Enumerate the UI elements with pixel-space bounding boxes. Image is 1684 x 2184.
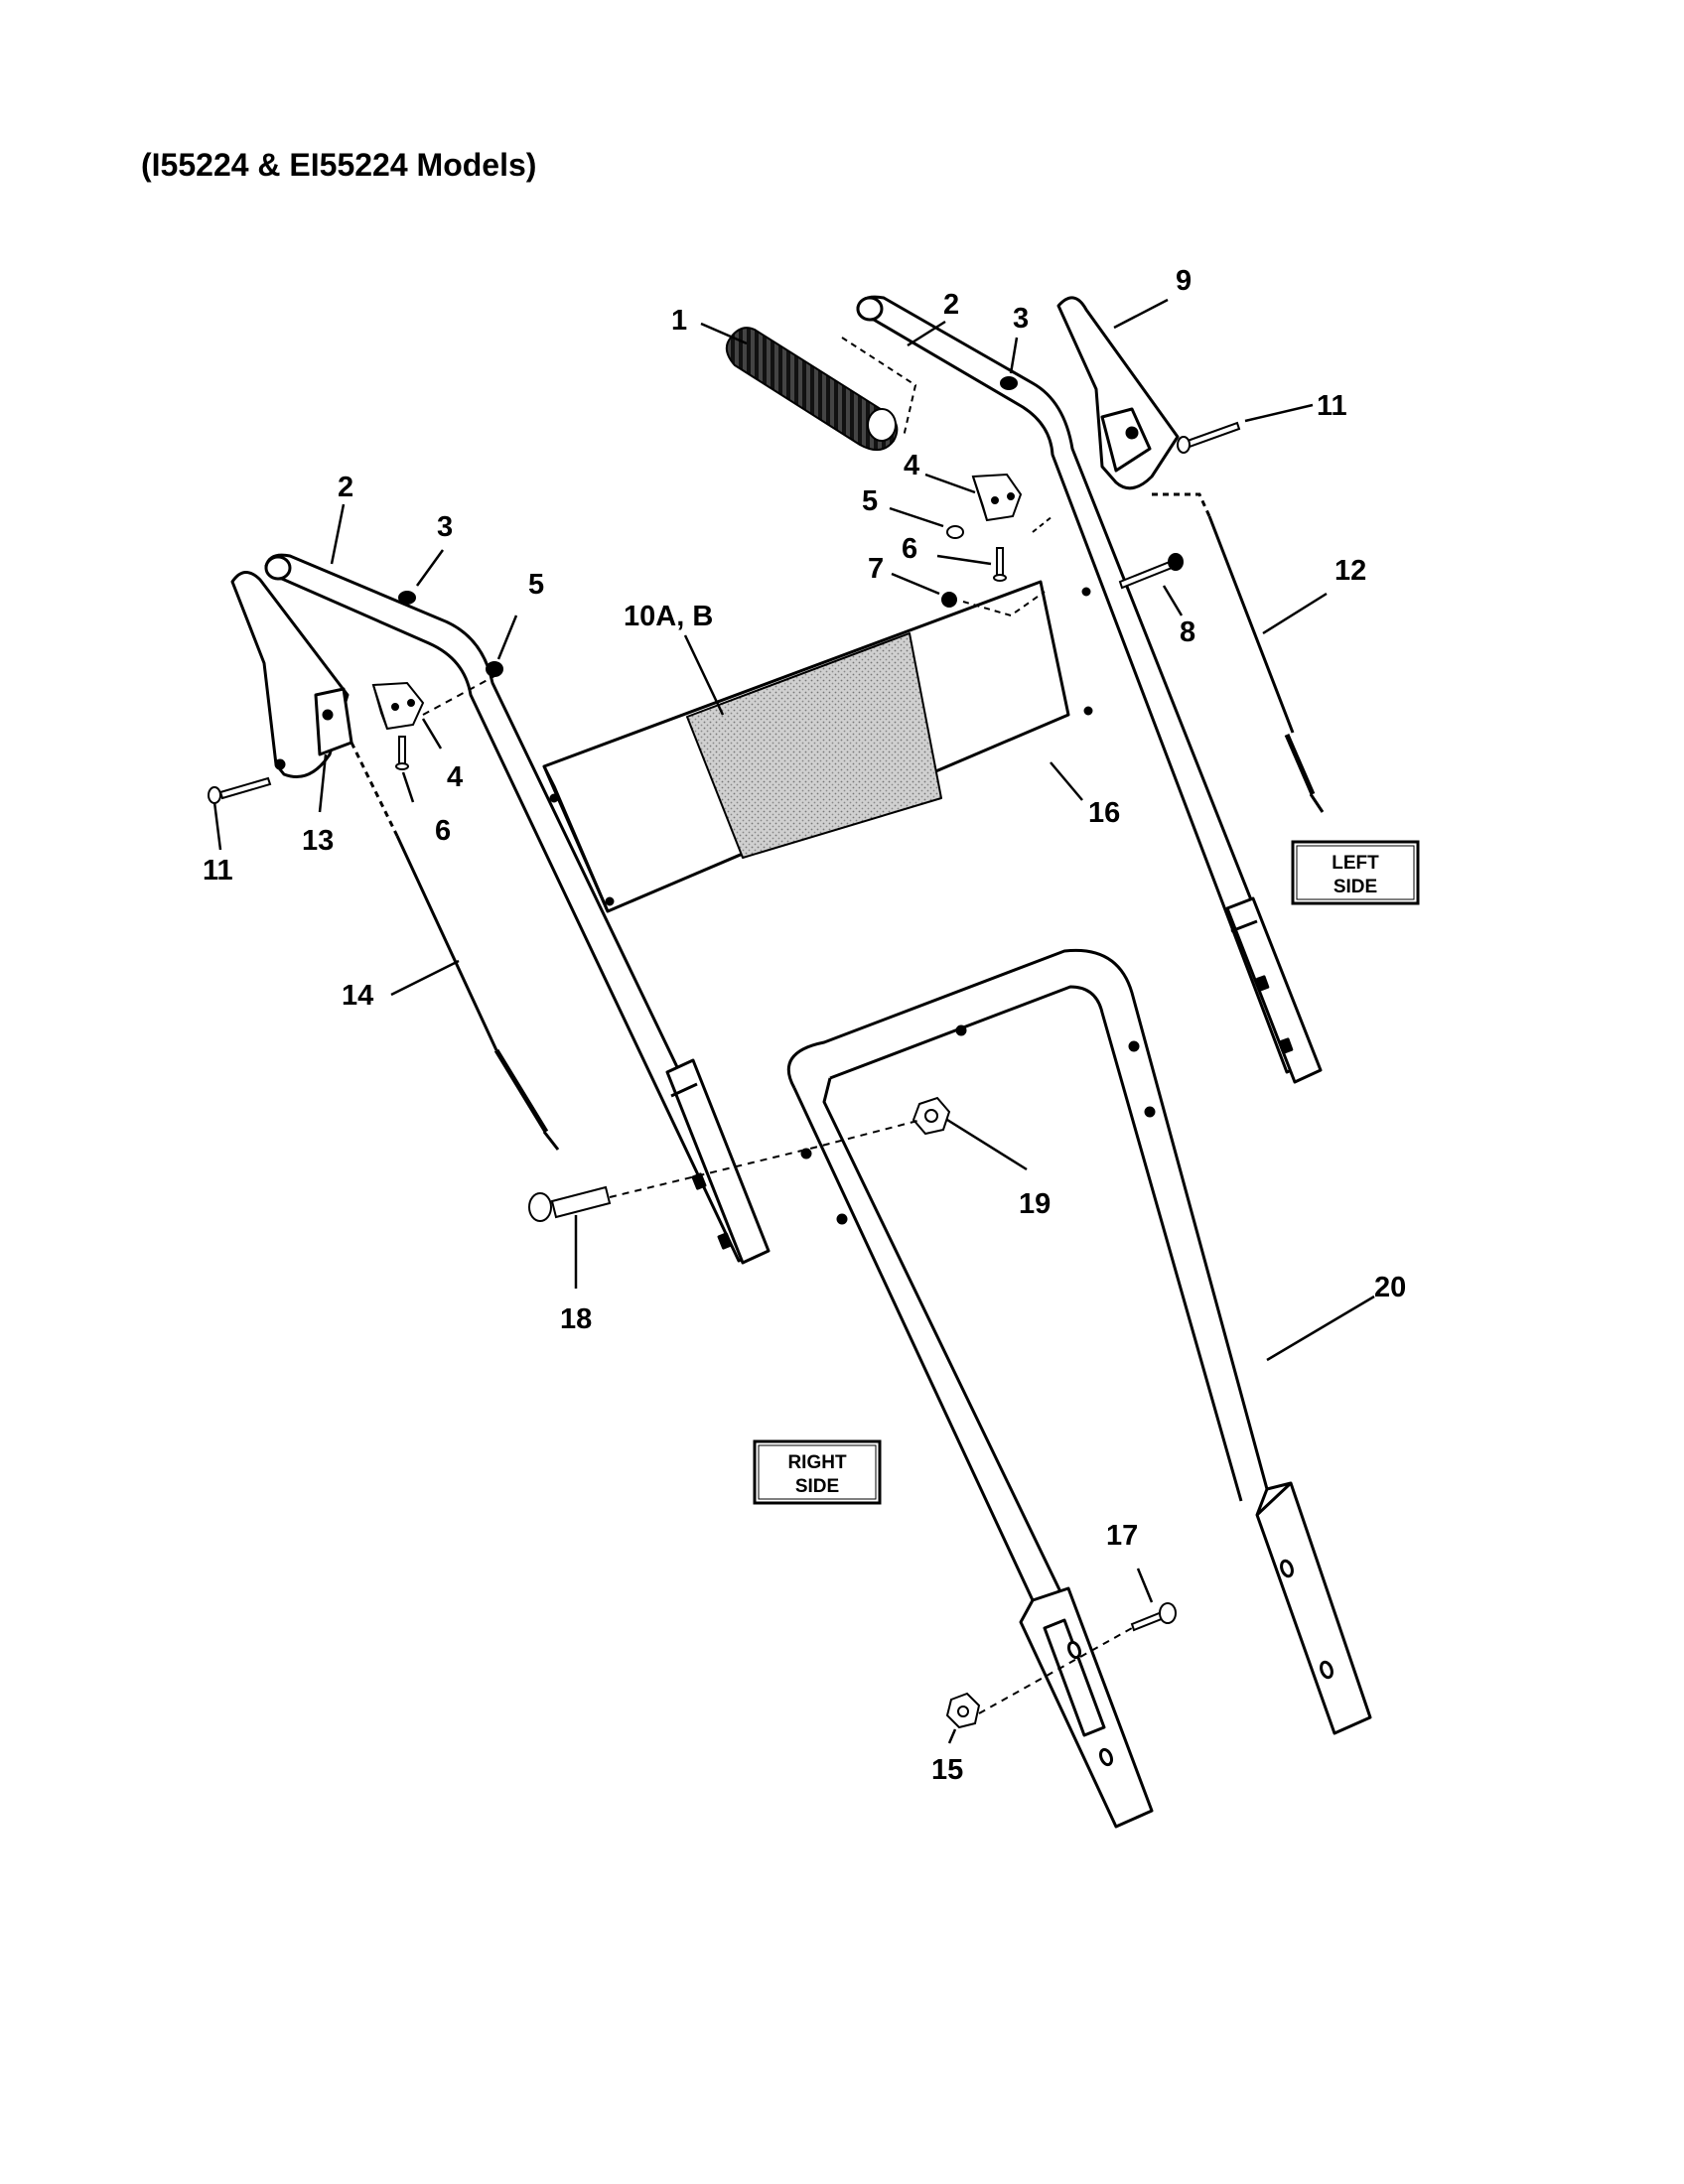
control-lever-left — [230, 571, 353, 778]
callout-labels: 1 2 3 9 11 4 5 6 7 8 12 10A, B 16 2 3 5 … — [203, 265, 1406, 1786]
callout-4-left: 4 — [447, 761, 463, 793]
callout-2-right: 2 — [943, 289, 959, 321]
left-side-label-box: LEFT SIDE — [1291, 840, 1420, 905]
callout-11-right: 11 — [1317, 390, 1347, 422]
callout-11-left: 11 — [203, 855, 233, 887]
bolt-11-right — [1177, 421, 1241, 454]
callout-9: 9 — [1176, 265, 1192, 297]
callout-20: 20 — [1374, 1272, 1406, 1303]
callout-12: 12 — [1334, 555, 1366, 587]
callout-6-right: 6 — [902, 533, 917, 565]
callout-8: 8 — [1180, 616, 1195, 648]
left-side-label-line1: LEFT — [1332, 853, 1379, 874]
control-panel — [542, 580, 1093, 913]
decal — [686, 632, 942, 859]
callout-6-left: 6 — [435, 815, 451, 847]
leader-lines — [212, 298, 1375, 1744]
control-lever-right — [1056, 296, 1180, 490]
callout-18: 18 — [560, 1303, 592, 1335]
callout-2-left: 2 — [338, 472, 353, 503]
upper-handle-tube-left — [264, 553, 771, 1265]
cable-14 — [350, 742, 560, 1151]
callout-3-right: 3 — [1013, 303, 1029, 335]
upper-handle-tube-right — [856, 295, 1323, 1084]
hardware-right — [941, 376, 1184, 617]
callout-1: 1 — [671, 305, 687, 337]
callout-5-left: 5 — [528, 569, 544, 601]
callout-3-left: 3 — [437, 511, 453, 543]
bracket-4-right — [971, 473, 1023, 522]
page-title: (I55224 & EI55224 Models) — [141, 147, 537, 183]
right-side-label-line2: SIDE — [795, 1476, 839, 1497]
cable-12 — [1152, 492, 1325, 813]
left-side-label-line2: SIDE — [1333, 877, 1377, 897]
right-side-label-box: RIGHT SIDE — [753, 1439, 882, 1505]
callout-16: 16 — [1088, 797, 1120, 829]
dashed-guides — [422, 674, 1133, 1714]
callout-5-right: 5 — [862, 485, 878, 517]
callout-7: 7 — [868, 553, 884, 585]
hand-grip — [725, 327, 917, 452]
bracket-4-left — [371, 681, 425, 731]
bolt-11-left — [208, 776, 272, 804]
callout-17: 17 — [1106, 1520, 1138, 1552]
callout-4-right: 4 — [904, 450, 919, 481]
hardware-left — [395, 591, 1177, 1729]
callout-10: 10A, B — [624, 601, 713, 632]
callout-13: 13 — [302, 825, 334, 857]
lower-handle-tube — [786, 948, 1372, 1829]
right-side-label-line1: RIGHT — [787, 1452, 847, 1473]
callout-19: 19 — [1019, 1188, 1051, 1220]
callout-14: 14 — [342, 980, 373, 1012]
callout-15: 15 — [931, 1754, 963, 1786]
